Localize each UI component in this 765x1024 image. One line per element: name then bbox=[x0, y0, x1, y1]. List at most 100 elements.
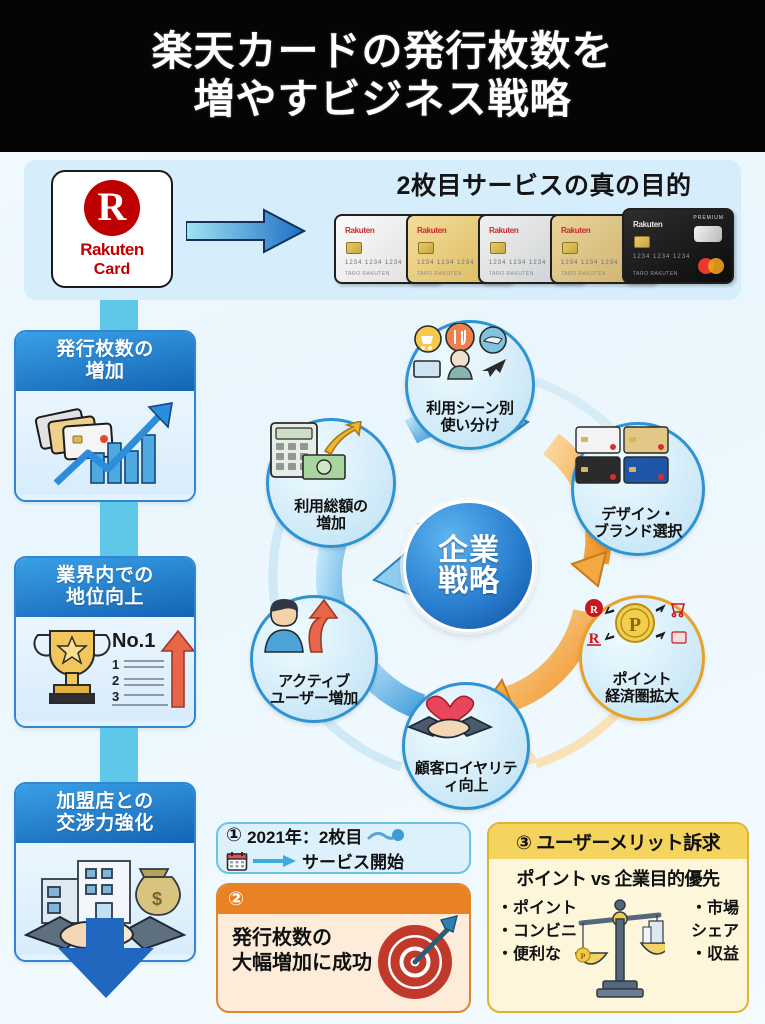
card-chip-icon bbox=[418, 242, 434, 254]
card-holder: TARO RAKUTEN bbox=[345, 271, 390, 277]
right-arrow-icon bbox=[186, 208, 306, 254]
cycle-node-design-brand[interactable]: デザイン・ ブランド選択 bbox=[571, 422, 705, 556]
card-number: 1234 1234 1234 bbox=[561, 260, 619, 266]
marker-1: ① bbox=[226, 825, 243, 846]
svg-text:1: 1 bbox=[112, 657, 119, 672]
cycle-node-label: アクティブ ユーザー増加 bbox=[270, 673, 358, 708]
bottom-box-3-right-list: ・市場 シェア ・収益 bbox=[690, 900, 739, 964]
card-number: 1234 1234 1234 bbox=[417, 260, 475, 266]
page-title-line-2: 増やすビジネス戦略 bbox=[193, 76, 572, 122]
balance-scale-icon: P bbox=[575, 899, 665, 998]
top-panel-title: 2枚目サービスの真の目的 bbox=[396, 172, 692, 200]
connector-top bbox=[100, 300, 138, 332]
svg-text:3: 3 bbox=[112, 689, 119, 704]
card-brand: Rakuten bbox=[633, 220, 663, 229]
page-title-banner: 楽天カードの発行枚数を 増やすビジネス戦略 bbox=[0, 0, 765, 152]
connector-1 bbox=[100, 502, 138, 558]
svg-text:2: 2 bbox=[112, 673, 119, 688]
card-stack: Rakuten 1234 1234 1234 TARO RAKUTEN Raku… bbox=[334, 202, 734, 294]
calendar-icon bbox=[226, 851, 248, 871]
svg-text:P: P bbox=[581, 952, 586, 961]
card-holder: TARO RAKUTEN bbox=[633, 271, 678, 277]
cycle-node-label: ポイント 経済圏拡大 bbox=[605, 671, 679, 706]
bottom-box-3-body: ・ポイント ・コンビニ ・便利な P ・市場 bbox=[489, 895, 747, 1003]
left-item-title: 発行枚数の 増加 bbox=[16, 332, 194, 392]
connector-bottom bbox=[86, 918, 124, 952]
card-holder: TARO RAKUTEN bbox=[561, 271, 606, 277]
cycle-node-usage-scene[interactable]: 利用シーン別 使い分け bbox=[405, 320, 535, 450]
card-brand: Rakuten bbox=[345, 226, 375, 235]
heart-handshake-icon bbox=[405, 685, 527, 761]
card-tier: PREMIUM bbox=[693, 215, 724, 221]
cycle-node-label: デザイン・ ブランド選択 bbox=[593, 506, 683, 541]
cycle-node-label: 利用総額の 増加 bbox=[294, 498, 368, 533]
bottom-box-3-left-list: ・ポイント ・コンビニ ・便利な bbox=[497, 900, 578, 964]
mastercard-icon bbox=[698, 258, 724, 274]
usage-scenes-icon bbox=[408, 323, 532, 401]
bottom-box-1-line-1: 2021年：2枚目 bbox=[247, 828, 363, 847]
card-hologram-icon bbox=[694, 226, 722, 242]
cards-growth-chart-icon bbox=[34, 402, 173, 486]
target-dart-icon bbox=[378, 915, 458, 999]
marker-2: ② bbox=[218, 885, 469, 914]
point-coin-icon: P R R bbox=[582, 598, 702, 672]
cycle-node-label: 顧客ロイヤリテ ィ向上 bbox=[414, 760, 518, 795]
card-holder: TARO RAKUTEN bbox=[417, 271, 462, 277]
bottom-box-3-header: ③ ユーザーメリット訴求 bbox=[489, 824, 747, 859]
card-chip-icon bbox=[346, 242, 362, 254]
left-item-illustration bbox=[16, 391, 194, 496]
bottom-box-2-text: 発行枚数の 大幅増加に成功 bbox=[232, 927, 372, 974]
left-item-issuance: 発行枚数の 増加 bbox=[14, 330, 196, 502]
card-designs-icon bbox=[574, 425, 702, 507]
card-chip-icon bbox=[490, 242, 506, 254]
strategy-cycle-diagram: 利用シーン別 使い分け デザイン・ ブランド選択 bbox=[206, 312, 751, 812]
down-arrow-icon bbox=[58, 948, 154, 998]
cycle-node-active-users[interactable]: アクティブ ユーザー増加 bbox=[250, 595, 378, 723]
bottom-box-3: ③ ユーザーメリット訴求 ポイント vs 企業目的優先 ・ポイント ・コンビニ … bbox=[487, 822, 749, 1013]
cycle-node-total-spend[interactable]: 利用総額の 増加 bbox=[266, 418, 396, 548]
bottom-box-2: ② 発行枚数の 大幅増加に成功 bbox=[216, 883, 471, 1013]
connector-2 bbox=[100, 728, 138, 784]
bottom-box-1-row-2: サービス開始 bbox=[226, 848, 469, 873]
service-badge-icon bbox=[367, 828, 405, 841]
card-holder: TARO RAKUTEN bbox=[489, 271, 534, 277]
card-chip-icon bbox=[562, 242, 578, 254]
card-number: 1234 1234 1234 bbox=[633, 254, 691, 260]
card-brand: Rakuten bbox=[561, 226, 591, 235]
user-up-arrow-icon bbox=[253, 598, 375, 674]
top-panel: R Rakuten Card 2枚目サービスの真の目的 Rakuten 1234… bbox=[24, 160, 741, 300]
center-text: 企業 戦略 bbox=[438, 533, 500, 598]
trophy-ranking-icon: No.1 123 bbox=[33, 629, 194, 708]
bottom-box-3-subtitle: ポイント vs 企業目的優先 bbox=[516, 869, 720, 889]
page-title-line-1: 楽天カードの発行枚数を bbox=[151, 28, 614, 75]
svg-text:P: P bbox=[629, 614, 641, 636]
card-number: 1234 1234 1234 bbox=[345, 260, 403, 266]
card-number: 1234 1234 1234 bbox=[489, 260, 547, 266]
card-brand: Rakuten bbox=[417, 226, 447, 235]
marker-3: ③ bbox=[515, 833, 532, 854]
bottom-box-1: ① 2021年：2枚目 サービス開始 bbox=[216, 822, 471, 874]
bottom-box-1-row-1: ① 2021年：2枚目 bbox=[226, 823, 469, 848]
rakuten-wordmark: Rakuten bbox=[80, 239, 144, 259]
rakuten-r-icon: R bbox=[84, 179, 140, 236]
cycle-node-loyalty[interactable]: 顧客ロイヤリテ ィ向上 bbox=[402, 682, 530, 810]
svg-text:$: $ bbox=[152, 889, 162, 909]
rakuten-card-word: Card bbox=[93, 260, 131, 278]
left-item-title: 業界内での 地位向上 bbox=[16, 558, 194, 618]
svg-text:R: R bbox=[590, 604, 599, 616]
cycle-center-label: 企業 戦略 bbox=[403, 500, 535, 632]
left-item-title: 加盟店との 交渉力強化 bbox=[16, 784, 194, 844]
bottom-box-3-title: ユーザーメリット訴求 bbox=[536, 833, 721, 854]
rakuten-card-logo: R Rakuten Card bbox=[51, 170, 173, 288]
svg-text:R: R bbox=[589, 631, 600, 647]
calculator-money-icon bbox=[269, 421, 393, 499]
right-arrow-icon bbox=[253, 854, 296, 867]
cycle-node-point-economy[interactable]: P R R ポ bbox=[579, 595, 705, 721]
card-brand: Rakuten bbox=[489, 226, 519, 235]
rank-label: No.1 bbox=[112, 630, 155, 652]
cycle-node-label: 利用シーン別 使い分け bbox=[426, 400, 514, 435]
card-chip-icon bbox=[634, 236, 650, 248]
